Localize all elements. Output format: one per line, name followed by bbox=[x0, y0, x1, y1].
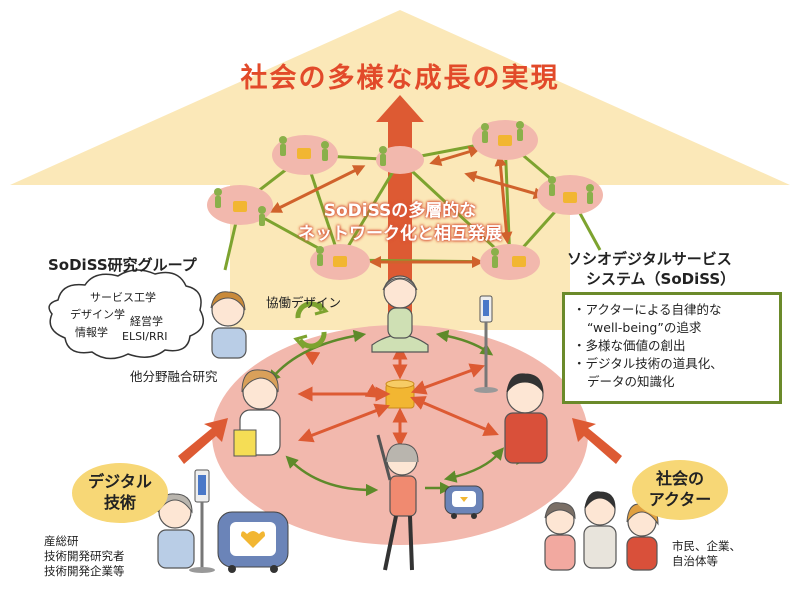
page-title: 社会の多様な成長の実現 bbox=[240, 63, 560, 94]
center-exchange-arrows bbox=[297, 344, 499, 448]
actor-link-arrows bbox=[267, 329, 531, 497]
digital-tech-line1: デジタル bbox=[88, 472, 152, 491]
cloud-item-design: デザイン学 bbox=[70, 308, 125, 321]
digital-tech-org-1: 産総研 bbox=[44, 534, 79, 548]
network-label-line2: ネットワーク化と相互発展 bbox=[298, 224, 502, 244]
social-actors-org-1: 市民、企業、 bbox=[672, 539, 741, 553]
person-icon bbox=[544, 502, 576, 571]
database-icon bbox=[512, 256, 526, 267]
network-node bbox=[310, 244, 370, 280]
digital-tech-line2: 技術 bbox=[103, 493, 136, 512]
network-node bbox=[207, 185, 273, 226]
person-icon bbox=[504, 373, 548, 464]
social-actors-org-2: 自治体等 bbox=[672, 554, 718, 568]
person-icon bbox=[210, 291, 247, 359]
digital-tech-org-3: 技術開発企業等 bbox=[44, 564, 125, 578]
sodiss-system-title-line2: システム（SoDiSS） bbox=[586, 270, 736, 288]
co-design-label: 協働デザイン bbox=[266, 295, 342, 310]
signal-pole-icon bbox=[474, 295, 498, 393]
social-actors-line2: アクター bbox=[648, 490, 712, 509]
research-group-title: SoDiSS研究グループ bbox=[48, 256, 197, 274]
research-fields-cloud bbox=[48, 269, 205, 360]
database-icon bbox=[297, 148, 311, 159]
network-label-line1: SoDiSSの多層的な bbox=[323, 201, 477, 221]
signal-pole-icon bbox=[189, 469, 215, 573]
network-nodes bbox=[207, 120, 603, 280]
sodiss-item-3b: データの知識化 bbox=[587, 374, 675, 389]
interdisciplinary-label: 他分野融合研究 bbox=[130, 369, 218, 384]
person-icon bbox=[583, 491, 617, 569]
database-icon bbox=[233, 201, 247, 212]
cloud-item-informatics: 情報学 bbox=[75, 326, 108, 339]
person-icon bbox=[376, 434, 419, 571]
sodiss-system-box: ・アクターによる自律的な “well-being”の追求 ・多様な価値の創出 ・… bbox=[562, 292, 782, 404]
robot-icon bbox=[444, 485, 484, 519]
input-arrow-digital-tech bbox=[178, 418, 228, 464]
network-node bbox=[272, 135, 338, 175]
cloud-item-management: 経営学 bbox=[130, 315, 163, 328]
database-icon bbox=[333, 256, 347, 267]
network-node bbox=[472, 120, 538, 160]
digital-tech-bubble bbox=[72, 463, 168, 523]
cycle-arrows-icon bbox=[293, 301, 329, 349]
digital-tech-org-2: 技術開発研究者 bbox=[44, 549, 125, 563]
network-node bbox=[376, 146, 424, 174]
robot-icon bbox=[217, 511, 289, 573]
social-actors-line1: 社会の bbox=[655, 469, 704, 488]
sodiss-system-title-line1: ソシオデジタルサービス bbox=[567, 250, 732, 268]
cloud-item-elsi-rri: ELSI/RRI bbox=[122, 330, 168, 343]
sodiss-item-3: ・デジタル技術の道具化、 bbox=[573, 356, 723, 371]
network-exchange-arrows bbox=[269, 145, 546, 268]
database-icon bbox=[385, 379, 415, 409]
network-node bbox=[480, 244, 540, 280]
person-icon bbox=[233, 369, 281, 457]
sodiss-item-1b: “well-being”の追求 bbox=[587, 320, 702, 335]
person-icon bbox=[371, 275, 429, 353]
database-icon bbox=[498, 135, 512, 146]
database-icon bbox=[563, 192, 577, 203]
social-actors-bubble bbox=[632, 460, 728, 520]
input-arrow-social-actors bbox=[572, 418, 622, 464]
sodiss-item-1: ・アクターによる自律的な bbox=[573, 302, 722, 317]
network-node bbox=[537, 175, 603, 215]
sodiss-item-2: ・多様な価値の創出 bbox=[573, 338, 686, 353]
cloud-item-service-engineering: サービス工学 bbox=[90, 291, 156, 304]
